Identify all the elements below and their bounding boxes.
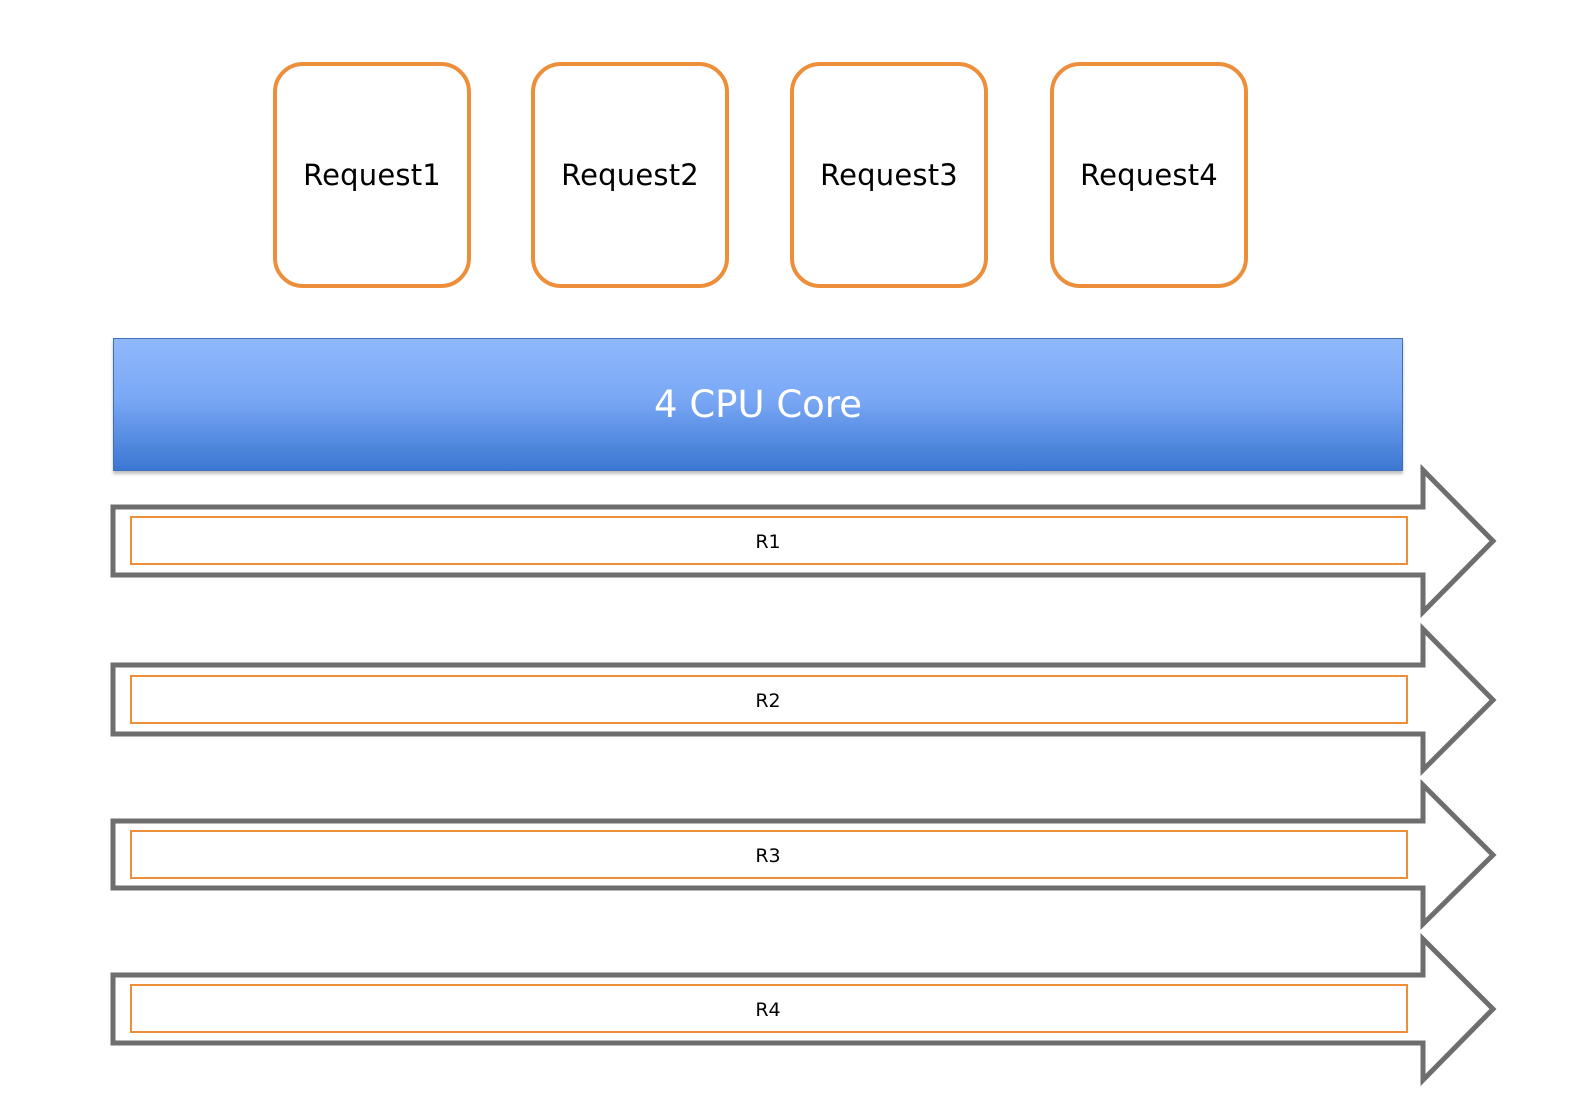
lane-bar: [130, 516, 1408, 565]
lane-r2: R2: [110, 622, 1497, 777]
lane-r1: R1: [110, 463, 1497, 619]
lane-bar: [130, 675, 1408, 724]
lane-bar: [130, 984, 1408, 1033]
lane-label: R4: [755, 999, 780, 1021]
request-box-4: Request4: [1050, 62, 1248, 288]
request-label: Request3: [820, 158, 958, 192]
request-box-1: Request1: [273, 62, 471, 288]
cpu-core-bar: 4 CPU Core: [113, 338, 1403, 471]
request-label: Request1: [303, 158, 441, 192]
lane-label: R3: [755, 845, 780, 867]
lane-r4: R4: [110, 932, 1497, 1087]
request-box-3: Request3: [790, 62, 988, 288]
lane-bar: [130, 830, 1408, 879]
request-label: Request4: [1080, 158, 1218, 192]
request-label: Request2: [561, 158, 699, 192]
cpu-core-label: 4 CPU Core: [654, 383, 862, 426]
lane-r3: R3: [110, 778, 1497, 930]
request-box-2: Request2: [531, 62, 729, 288]
lane-label: R2: [755, 690, 780, 712]
lane-label: R1: [755, 531, 780, 553]
